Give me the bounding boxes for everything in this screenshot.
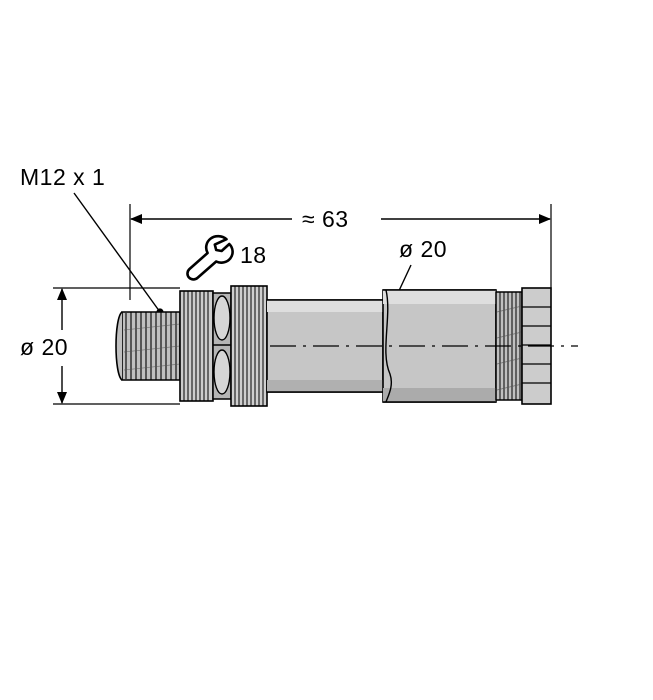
label-diameter-left: ø 20 [20,334,69,360]
seal-rings [212,292,232,400]
wrench-icon [186,234,234,281]
leader-thread [73,192,164,316]
coupling-nut [179,290,214,402]
label-wrench-size: 18 [240,242,267,268]
dimension-length [129,204,552,300]
thread-nose [115,311,181,381]
label-diameter-body: ø 20 [399,236,448,262]
connector-body [115,285,578,407]
label-length: ≈ 63 [302,206,349,232]
label-thread: M12 x 1 [20,164,106,190]
knurled-grip [230,285,268,407]
dimension-diameter-left [53,287,180,405]
